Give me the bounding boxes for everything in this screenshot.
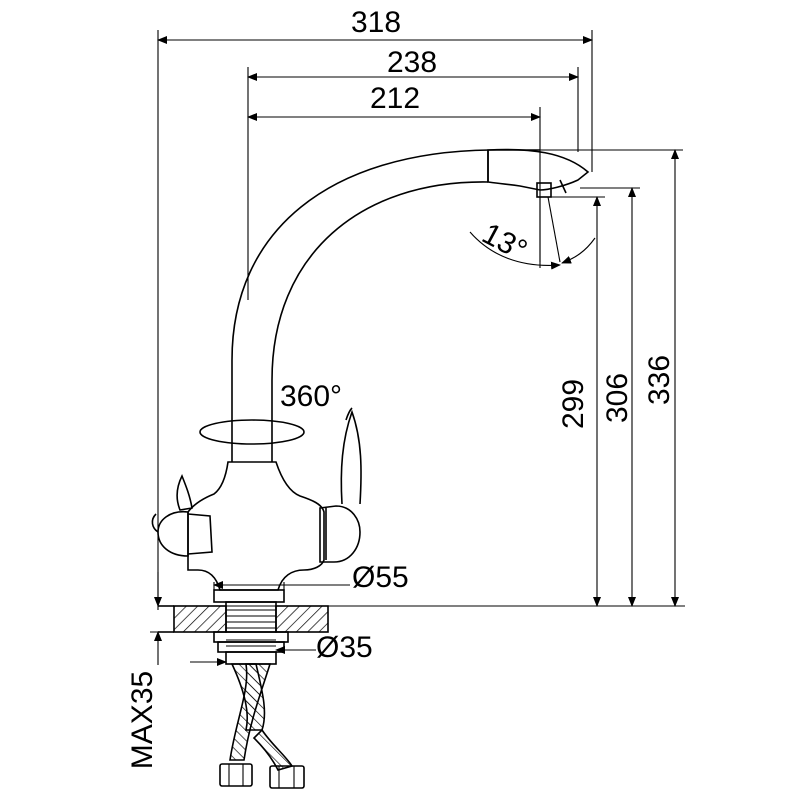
dimension-299-label: 299 — [557, 379, 590, 429]
dimension-238: 238 — [247, 46, 579, 300]
dimension-336: 336 — [480, 149, 683, 607]
dimension-299: 299 — [548, 196, 605, 607]
supply-hoses — [229, 663, 294, 771]
outlet-angle-annotation: 13° — [469, 196, 596, 270]
rotation-label: 360° — [280, 380, 342, 413]
base-flange — [213, 589, 285, 603]
rotation-indicator: 360° — [199, 380, 342, 445]
dimension-238-label: 238 — [387, 46, 437, 79]
mounting-shank — [213, 601, 289, 665]
hose-nut-left — [219, 763, 253, 787]
dimension-212-label: 212 — [370, 82, 420, 115]
shank-diameter-label: Ø35 — [316, 631, 373, 664]
base-diameter-label: Ø55 — [352, 561, 409, 594]
dimension-318-label: 318 — [351, 6, 401, 39]
outlet-angle-label: 13° — [477, 217, 533, 267]
dimension-306-label: 306 — [601, 373, 634, 423]
dimension-336-label: 336 — [643, 355, 676, 405]
faucet-body — [187, 461, 325, 591]
base-diameter-dimension: Ø55 — [213, 561, 409, 594]
left-handle — [151, 474, 213, 557]
spout — [231, 148, 590, 462]
mounting-thickness-label: MAX35 — [126, 671, 159, 769]
mounting-thickness-dimension: MAX35 — [126, 572, 174, 769]
shank-diameter-dimension: Ø35 — [190, 631, 373, 666]
dimension-318: 318 — [157, 6, 593, 610]
hose-nut-right — [269, 765, 305, 789]
dimension-306: 306 — [580, 187, 640, 607]
right-handle — [319, 407, 362, 563]
